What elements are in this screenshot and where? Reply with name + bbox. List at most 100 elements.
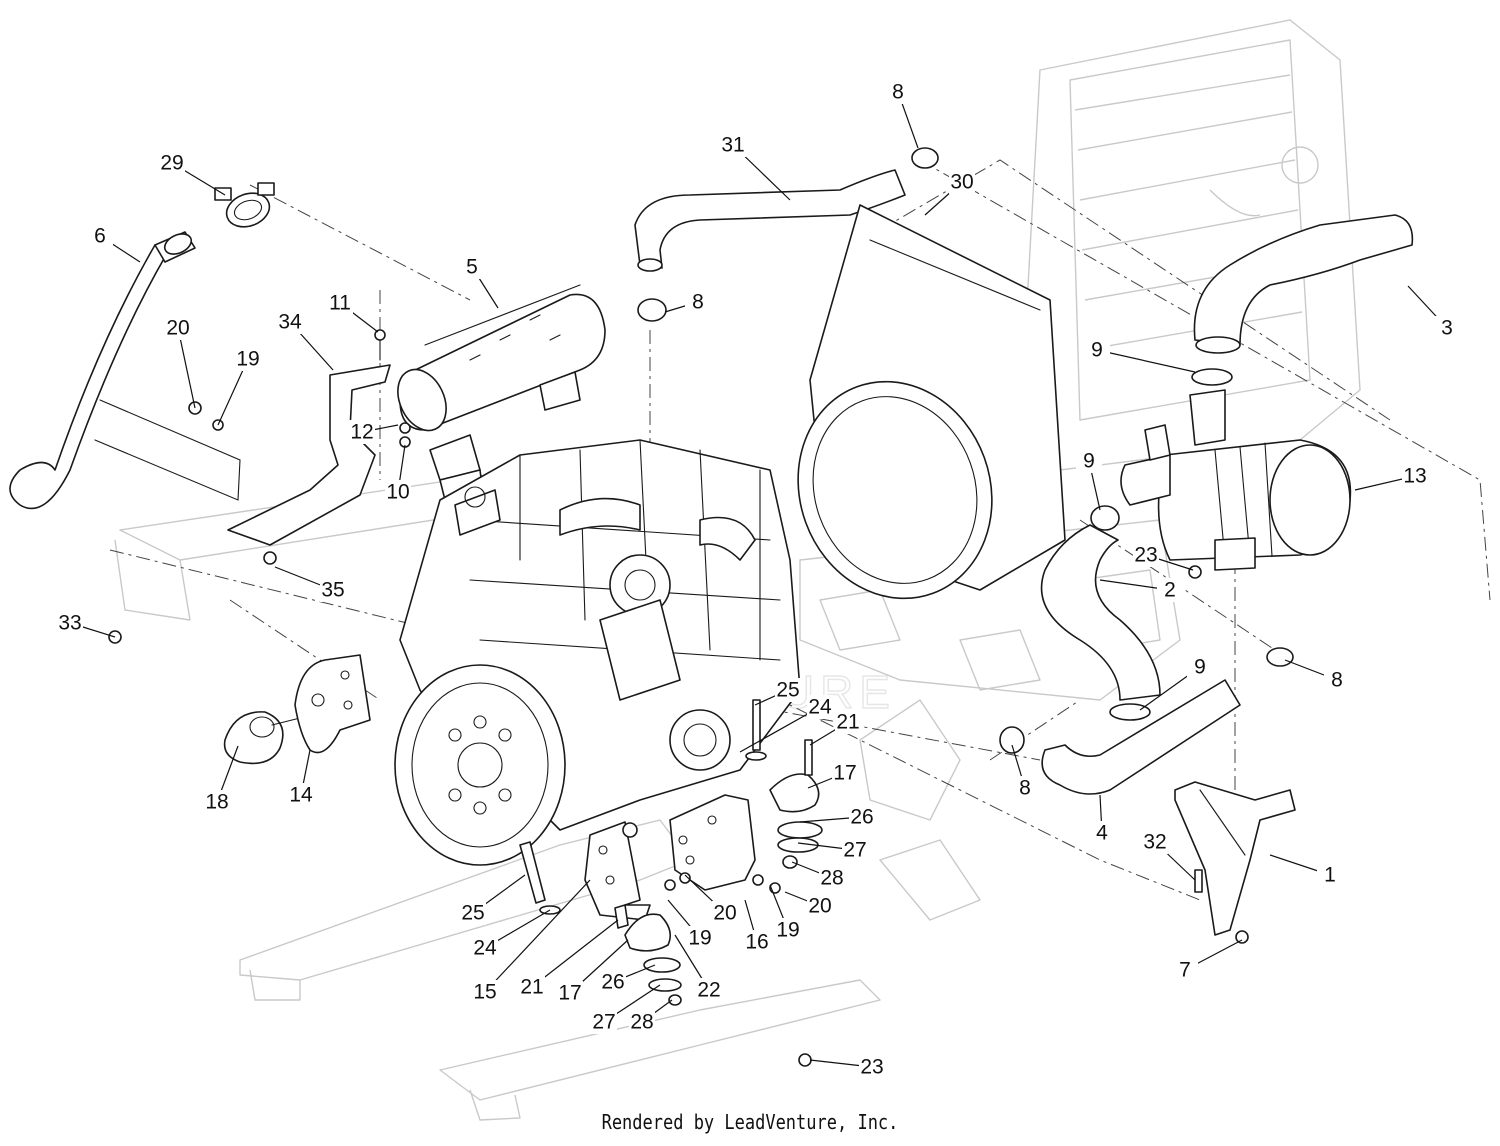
callout-c14: 14 <box>289 784 313 807</box>
hose-clamps-9 <box>1090 368 1233 721</box>
callout-bg-c31 <box>720 133 746 157</box>
callout-bg-c19c <box>775 918 801 942</box>
callout-bg-c2 <box>1157 578 1183 602</box>
callout-c30: 30 <box>950 171 973 194</box>
callout-c17b: 17 <box>558 982 581 1005</box>
callout-c9c: 9 <box>1194 656 1206 679</box>
callout-c19c: 19 <box>776 919 799 942</box>
callout-c5: 5 <box>466 256 478 279</box>
callout-c8c: 8 <box>1331 669 1343 692</box>
callout-c16: 16 <box>745 931 768 954</box>
callout-bg-c1 <box>1317 863 1343 887</box>
callout-bg-c35 <box>320 578 346 602</box>
callout-c8d: 8 <box>1019 777 1031 800</box>
mount-bracket-16 <box>669 794 756 891</box>
callout-bg-c11 <box>327 291 353 315</box>
isolator-17-right <box>769 773 823 869</box>
callout-leader-c24a <box>739 706 821 753</box>
callout-c35: 35 <box>321 579 344 602</box>
callout-c26b: 26 <box>601 971 624 994</box>
callout-bg-c23a <box>1133 543 1159 567</box>
callout-c4: 4 <box>1096 822 1108 845</box>
callout-bg-c19a <box>235 347 261 371</box>
callout-bg-c34 <box>277 310 303 334</box>
exhaust-clamp-29 <box>214 182 275 228</box>
callout-c24b: 24 <box>473 937 497 960</box>
callout-bg-c20b <box>712 901 738 925</box>
callout-c31: 31 <box>721 134 744 157</box>
callout-leader-c20a <box>177 327 196 409</box>
fasteners <box>108 329 1249 1067</box>
heat-shield-bracket-34 <box>227 364 391 546</box>
callout-bg-c21a <box>835 710 861 734</box>
mount-bracket-15 <box>584 821 651 921</box>
callout-bg-c7 <box>1172 958 1198 982</box>
callout-c15: 15 <box>473 981 496 1004</box>
callout-bg-c26b <box>600 970 626 994</box>
engine-mount-18 <box>223 711 301 765</box>
callout-bg-c16 <box>744 930 770 954</box>
callout-bg-c4 <box>1089 821 1115 845</box>
callout-bg-c28a <box>819 866 845 890</box>
callout-c23b: 23 <box>860 1056 883 1079</box>
callout-bg-c17b <box>557 981 583 1005</box>
callout-bg-c25a <box>775 678 801 702</box>
callout-c23a: 23 <box>1134 544 1157 567</box>
callout-bg-c8a <box>885 80 911 104</box>
callout-c2: 2 <box>1164 579 1176 602</box>
callout-leader-c9a <box>1096 349 1196 373</box>
callout-c28b: 28 <box>630 1011 653 1034</box>
callout-c20b: 20 <box>713 902 736 925</box>
callout-c10: 10 <box>386 481 409 504</box>
hose-clamps-8 <box>637 147 1294 754</box>
render-credit: Rendered by LeadVenture, Inc. <box>601 1110 899 1134</box>
callout-bg-c9a <box>1084 338 1110 362</box>
upper-radiator-hose-31 <box>634 169 906 272</box>
callout-c25b: 25 <box>461 902 484 925</box>
callout-bg-c32 <box>1142 830 1168 854</box>
callout-c21a: 21 <box>836 711 859 734</box>
callout-bg-c17a <box>832 761 858 785</box>
engine-mount-plate-14 <box>294 654 371 754</box>
callout-c27b: 27 <box>592 1011 615 1034</box>
exhaust-pipe-6 <box>9 231 241 510</box>
radiator-hose-4 <box>1041 679 1241 795</box>
callout-c3: 3 <box>1441 317 1453 340</box>
callout-bg-c26a <box>849 805 875 829</box>
callout-bg-c14 <box>288 783 314 807</box>
callout-c7: 7 <box>1179 959 1191 982</box>
callout-bg-c8b <box>685 290 711 314</box>
lower-hose-2 <box>1040 524 1161 701</box>
callout-bg-c15 <box>472 980 498 1004</box>
callout-bg-c5 <box>459 255 485 279</box>
callout-bg-c3 <box>1434 316 1460 340</box>
callout-bg-c30 <box>949 170 975 194</box>
callout-bg-c24a <box>807 695 833 719</box>
callout-leader-c15 <box>484 879 591 993</box>
callout-bg-c10 <box>385 480 411 504</box>
callout-c27a: 27 <box>843 839 866 862</box>
callout-c25a: 25 <box>776 679 799 702</box>
callout-bg-c28b <box>629 1010 655 1034</box>
bracket-1 <box>1174 781 1296 936</box>
callout-bg-c23b <box>859 1055 885 1079</box>
callout-bg-c20c <box>807 894 833 918</box>
callout-bg-c20a <box>165 316 191 340</box>
callout-bg-c13 <box>1402 464 1428 488</box>
callout-c21b: 21 <box>520 976 543 999</box>
callout-bg-c33 <box>57 611 83 635</box>
callout-c1: 1 <box>1324 864 1336 887</box>
isolator-17-left <box>624 913 682 1006</box>
air-cleaner-13 <box>1120 389 1352 571</box>
callout-bg-c8d <box>1012 776 1038 800</box>
callout-c17a: 17 <box>833 762 856 785</box>
callout-c12: 12 <box>350 421 373 444</box>
callout-c22: 22 <box>697 979 720 1002</box>
callout-c18: 18 <box>205 791 228 814</box>
callout-bg-c27a <box>842 838 868 862</box>
callout-bg-c9c <box>1187 655 1213 679</box>
callout-c20a: 20 <box>166 317 189 340</box>
callout-c32: 32 <box>1143 831 1166 854</box>
callout-c9b: 9 <box>1083 450 1095 473</box>
